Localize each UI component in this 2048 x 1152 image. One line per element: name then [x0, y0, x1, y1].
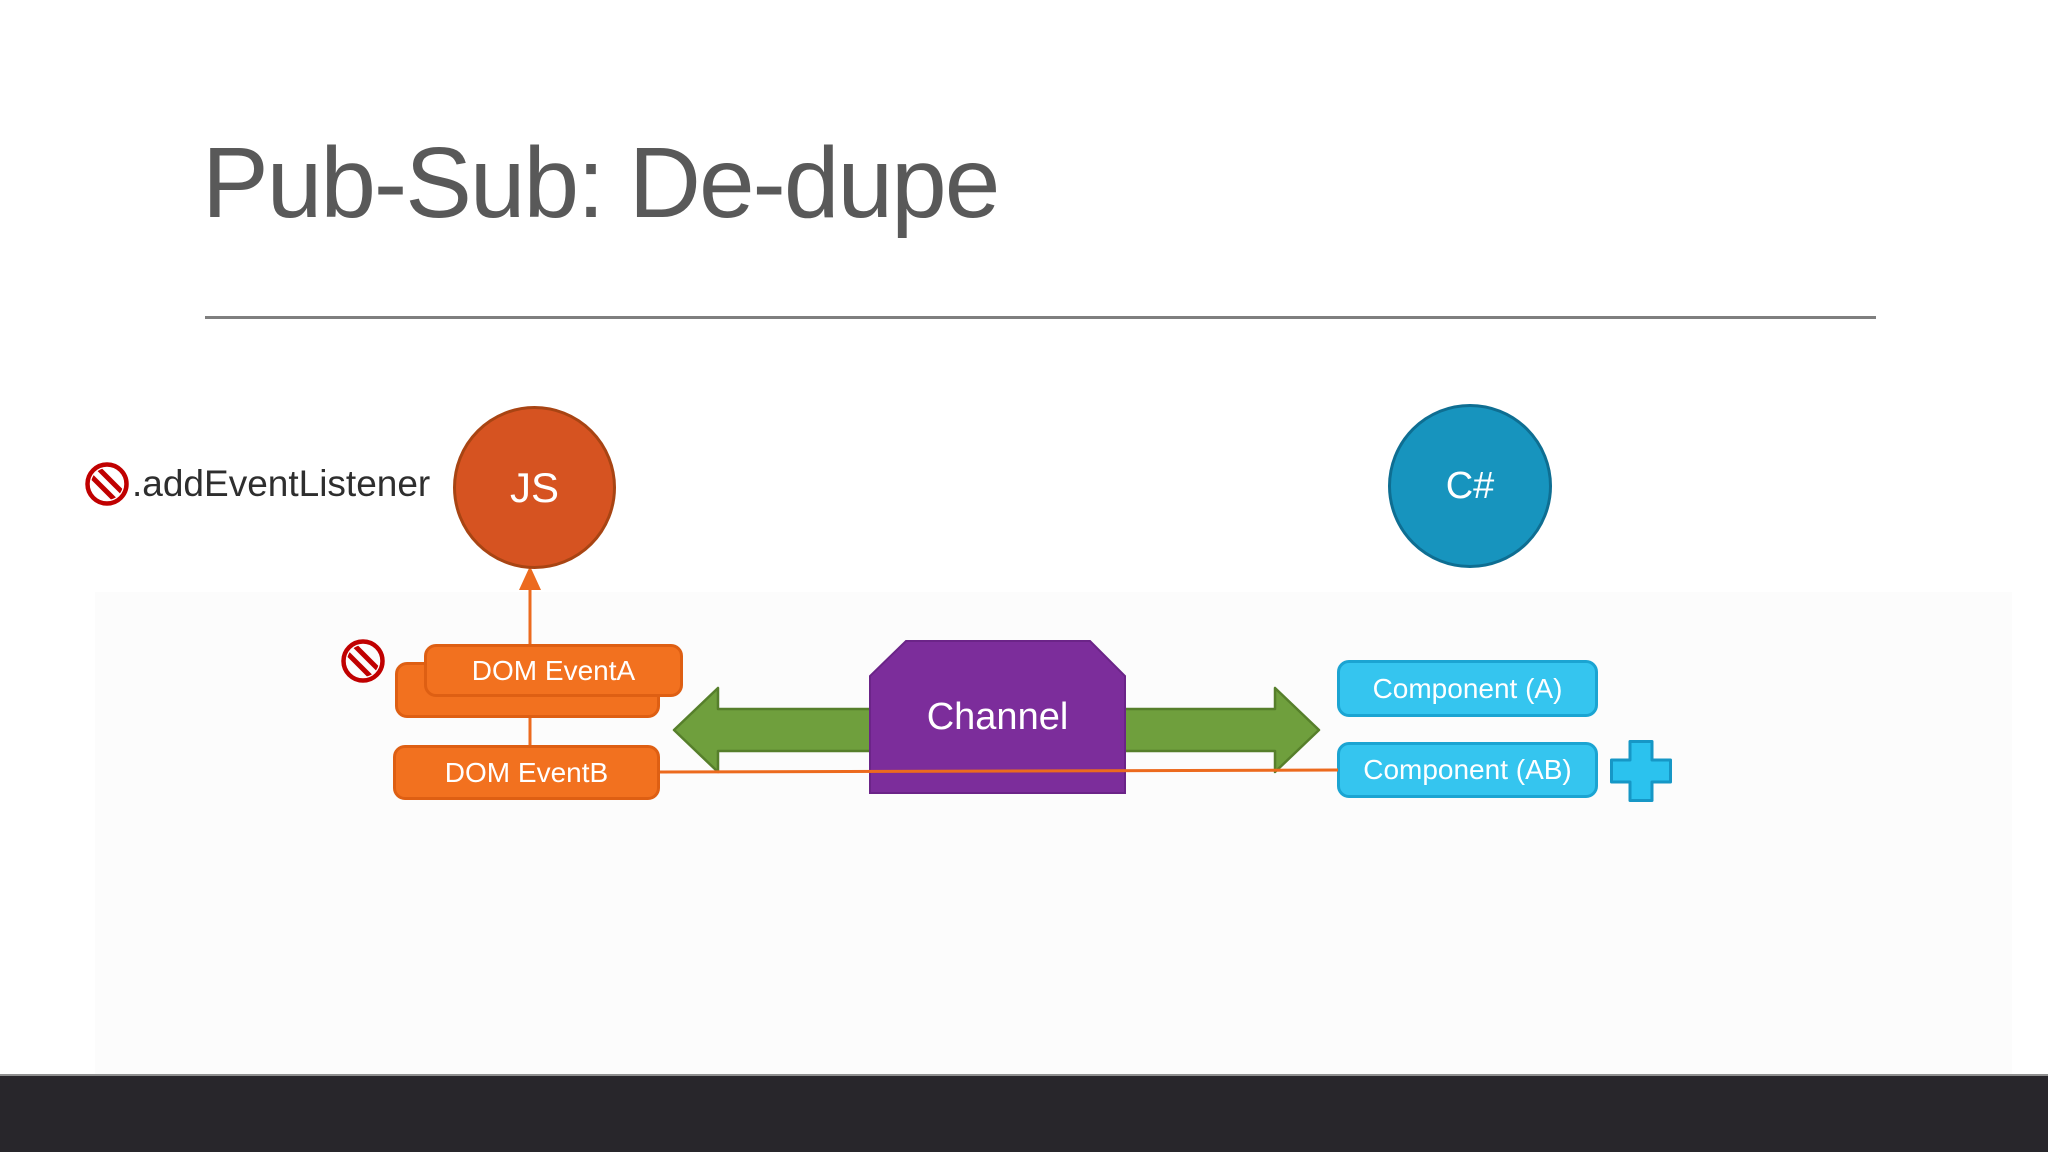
- component-ab-label: Component (AB): [1363, 754, 1572, 785]
- no-symbol-icon: [85, 462, 129, 506]
- connector-arrowhead-up: [519, 566, 541, 590]
- channel-label: Channel: [926, 695, 1069, 738]
- slide-title: Pub-Sub: De-dupe: [202, 127, 1000, 239]
- dom-eventb-label: DOM EventB: [444, 756, 609, 788]
- add-event-listener-annotation: .addEventListener: [132, 463, 431, 504]
- footer-bar: [0, 1074, 2048, 1152]
- csharp-node: C#: [1388, 404, 1552, 568]
- dom-eventa-box: DOM EventA: [424, 644, 683, 697]
- js-node-label: JS: [509, 463, 559, 511]
- title-divider-line: [205, 316, 1876, 319]
- component-ab-box: Component (AB): [1337, 742, 1598, 798]
- component-a-box: Component (A): [1337, 660, 1598, 717]
- dom-eventb-box: DOM EventB: [393, 745, 660, 800]
- csharp-node-label: C#: [1445, 464, 1495, 507]
- js-node: JS: [453, 406, 616, 569]
- dom-eventa-label: DOM EventA: [471, 654, 636, 686]
- component-a-label: Component (A): [1372, 672, 1563, 704]
